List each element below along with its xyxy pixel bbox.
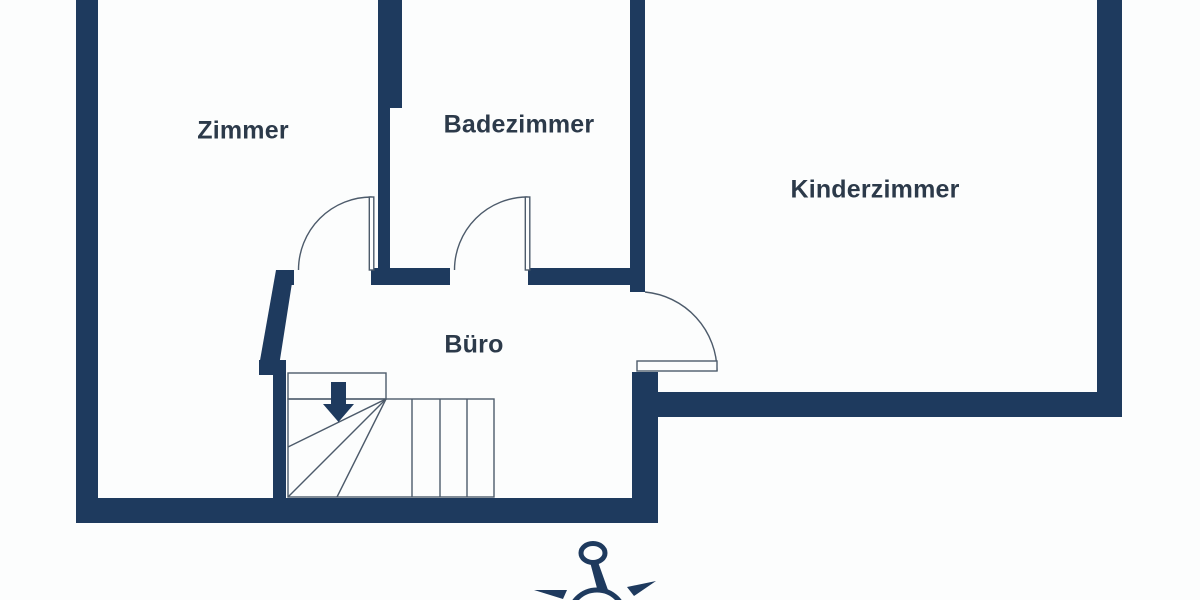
wall-segment-diagonal — [259, 270, 294, 366]
compass-ray-east — [627, 581, 656, 596]
arrow-down-icon — [323, 382, 354, 422]
door-arc-badezimmer — [453, 196, 528, 271]
room-label-badezimmer: Badezimmer — [443, 110, 595, 139]
stair-winder-tread — [287, 398, 387, 448]
wall-segment-kinderzimmer-bottom — [643, 392, 1122, 417]
wall-segment-zimmer-bad-divider-bottom — [378, 108, 390, 270]
walls — [76, 0, 1122, 523]
wall-segment-bad-kinder-divider — [630, 0, 645, 292]
room-label-zimmer: Zimmer — [197, 116, 289, 145]
wall-segment-buero-top-mid — [371, 268, 450, 285]
door-leaf-kinderzimmer — [636, 360, 718, 372]
compass-rose-circle — [572, 587, 622, 600]
stair-run — [287, 398, 495, 498]
wall-segment-buero-top-right — [528, 268, 645, 285]
door-arc-zimmer — [297, 196, 372, 271]
room-label-kinderzimmer: Kinderzimmer — [790, 175, 960, 204]
stair-winder-tread — [287, 398, 387, 498]
wall-segment-left-outer — [76, 0, 98, 523]
compass-north-ring — [578, 541, 608, 565]
compass-needle — [590, 562, 608, 592]
door-leaf-zimmer — [368, 196, 375, 271]
room-label-buero: Büro — [444, 330, 504, 359]
door-leaf-badezimmer — [524, 196, 531, 271]
door-arc-kinderzimmer — [644, 291, 718, 372]
wall-segment-right-outer — [1097, 0, 1122, 417]
compass-north-icon — [534, 541, 656, 600]
wall-segment-stair-left — [273, 374, 286, 500]
wall-segment-jog-stub — [259, 360, 286, 375]
staircase — [287, 372, 495, 498]
wall-segment-bottom-outer — [76, 498, 658, 523]
wall-segment-zimmer-bad-divider-top — [378, 0, 402, 108]
compass-ray-west — [534, 590, 567, 599]
doors — [297, 196, 718, 372]
stair-winder-tread — [336, 398, 387, 498]
